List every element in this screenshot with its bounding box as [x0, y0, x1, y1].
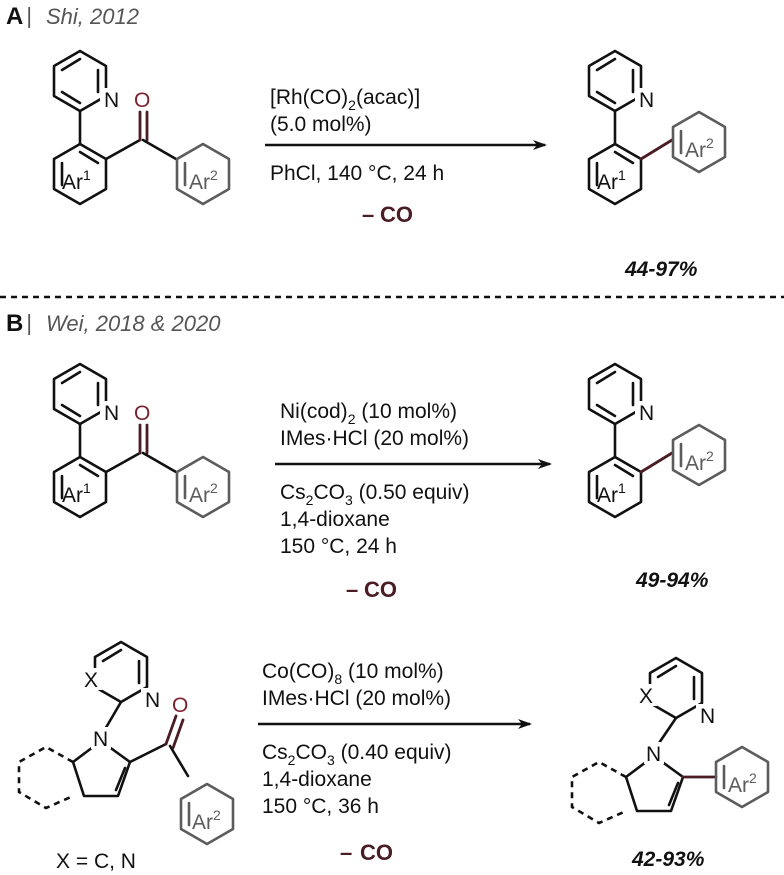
reaction-2-co-loss-label: CO — [360, 840, 393, 865]
reaction-2-product-ar2-label: Ar2 — [728, 770, 757, 797]
reaction-2-co-loss-sign: – — [340, 840, 352, 865]
panel-a-separator: | — [26, 3, 32, 28]
panel-a-reactant: N Ar1 O Ar2 — [52, 49, 231, 206]
reaction-2-ligand: IMes·HCl (20 mol%) — [262, 687, 451, 710]
reaction-1-o-label: O — [134, 402, 150, 425]
reaction-1-product-ar2-label: Ar2 — [685, 448, 714, 475]
panel-a-letter: A — [6, 3, 23, 30]
reaction-2-product: X N N Ar2 — [570, 656, 770, 825]
panel-a: A | Shi, 2012 N Ar1 — [6, 3, 727, 281]
panel-a-product: N Ar1 Ar2 — [587, 49, 727, 206]
reaction-2-x-label: X — [84, 669, 98, 692]
reaction-1-co-loss-sign: – — [346, 577, 358, 602]
product-n-label: N — [639, 89, 654, 112]
reaction-1-product: N Ar1 Ar2 — [587, 362, 727, 519]
reaction-1-product-ar1-label: Ar1 — [597, 480, 626, 507]
reaction-1-temp-time: 150 °C, 24 h — [280, 535, 397, 558]
reaction-2-ring-n-label: N — [145, 689, 160, 712]
condition-catalyst: [Rh(CO)2(acac)] — [270, 86, 420, 113]
panel-a-reference: Shi, 2012 — [46, 4, 139, 29]
ar2-ring: Ar2 — [175, 142, 231, 206]
reaction-2-product-n-label: N — [700, 705, 715, 728]
reaction-1-yield: 49-94% — [635, 569, 709, 592]
ar1-label: Ar1 — [62, 167, 91, 194]
product-ar2-label: Ar2 — [685, 135, 714, 162]
reaction-2-reactant: X N N O Ar2 — [17, 640, 235, 846]
reaction-2-x-definition: X = C, N — [56, 850, 136, 873]
panel-b: B | Wei, 2018 & 2020 N Ar1 O — [6, 310, 770, 873]
carbonyl-o-label: O — [134, 89, 150, 112]
reaction-2-ar2-label: Ar2 — [192, 807, 221, 834]
panel-b-reference: Wei, 2018 & 2020 — [46, 311, 221, 336]
pyridine-n-label: N — [104, 89, 119, 112]
condition-solvent-temp: PhCl, 140 °C, 24 h — [270, 162, 444, 185]
reaction-1-base: Cs2CO3 (0.50 equiv) — [280, 481, 470, 508]
panel-a-conditions: [Rh(CO)2(acac)] (5.0 mol%) PhCl, 140 °C,… — [265, 86, 547, 227]
reaction-1-n-label: N — [104, 402, 119, 425]
co-loss-sign: – — [362, 202, 374, 227]
reaction-1-co-loss-label: CO — [364, 577, 397, 602]
reaction-1-ar1-label: Ar1 — [62, 480, 91, 507]
product-ar1-label: Ar1 — [597, 167, 626, 194]
reaction-2-solvent: 1,4-dioxane — [262, 768, 372, 791]
reaction-1-ar2-label: Ar2 — [189, 480, 218, 507]
ar1-ring: Ar1 — [52, 142, 108, 206]
reaction-1-ligand: IMes·HCl (20 mol%) — [280, 427, 469, 450]
panel-a-header: A | Shi, 2012 — [6, 3, 139, 30]
reaction-1-solvent: 1,4-dioxane — [280, 508, 390, 531]
panel-a-yield: 44-97% — [624, 258, 698, 281]
reaction-2-n1-label: N — [93, 728, 108, 751]
reaction-2-catalyst: Co(CO)8 (10 mol%) — [262, 660, 444, 687]
panel-b-separator: | — [26, 310, 32, 335]
reaction-2-base: Cs2CO3 (0.40 equiv) — [262, 741, 452, 768]
reaction-1-product-n-label: N — [639, 402, 654, 425]
reaction-2-product-n1-label: N — [646, 743, 661, 766]
panel-b-header: B | Wei, 2018 & 2020 — [6, 310, 221, 337]
reaction-2-yield: 42-93% — [631, 848, 705, 871]
reaction-2-temp-time: 150 °C, 36 h — [262, 795, 379, 818]
co-loss-label: CO — [380, 202, 413, 227]
reaction-1-catalyst: Ni(cod)2 (10 mol%) — [280, 400, 457, 427]
reaction-1-reactant: N Ar1 O Ar2 — [52, 362, 231, 519]
reaction-2-o-label: O — [172, 694, 188, 717]
ar2-label: Ar2 — [189, 167, 218, 194]
pyridine-ring — [52, 49, 108, 113]
panel-b-reaction-1: N Ar1 O Ar2 Ni(cod)2 (10 mol%) IMes·HCl … — [52, 362, 727, 602]
panel-b-letter: B — [6, 310, 23, 337]
condition-loading: (5.0 mol%) — [270, 113, 372, 136]
panel-b-reaction-2: X N N O Ar2 — [17, 640, 770, 873]
reaction-2-product-x-label: X — [639, 685, 653, 708]
reaction-2-conditions: Co(CO)8 (10 mol%) IMes·HCl (20 mol%) Cs2… — [258, 660, 532, 865]
reaction-1-conditions: Ni(cod)2 (10 mol%) IMes·HCl (20 mol%) Cs… — [275, 400, 552, 602]
